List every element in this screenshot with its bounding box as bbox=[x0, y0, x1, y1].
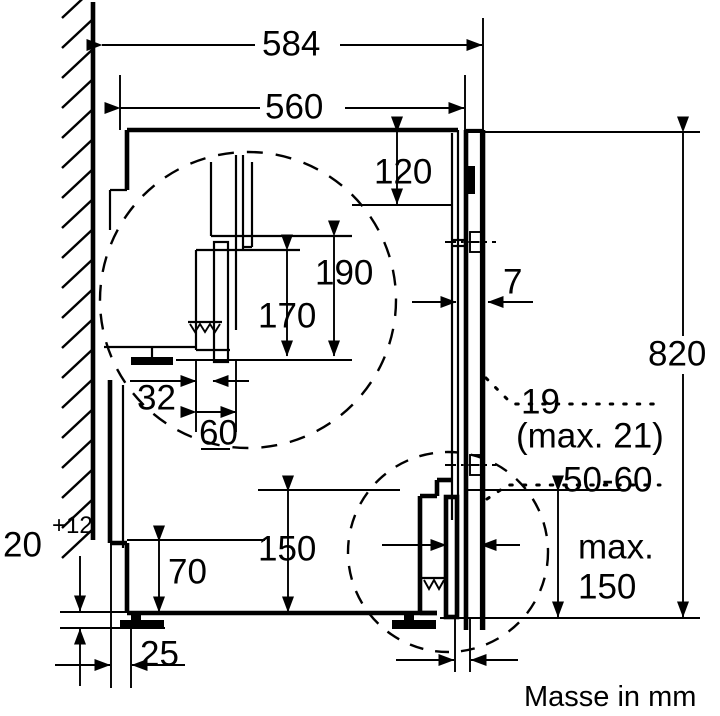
leader-50-60: 50-60 bbox=[485, 460, 662, 501]
dim-label-20: 20 bbox=[3, 525, 42, 564]
dim-label-120: 120 bbox=[374, 152, 432, 191]
dim-label-32: 32 bbox=[137, 378, 176, 417]
dim-label-170: 170 bbox=[258, 296, 316, 335]
dim-label-584: 584 bbox=[262, 24, 320, 63]
appliance-feet bbox=[120, 613, 436, 629]
dim-60: 60 bbox=[180, 360, 238, 452]
wall-hatching bbox=[61, 0, 94, 559]
door-assembly bbox=[445, 128, 700, 630]
leader-19-max21: 19 (max. 21) bbox=[484, 376, 664, 455]
dim-20-plus-12: 20 +12 bbox=[3, 512, 165, 686]
dim-label-820: 820 bbox=[648, 334, 706, 373]
dim-190: 190 bbox=[315, 220, 373, 357]
dim-max-150: max. 150 bbox=[465, 475, 654, 618]
dim-label-plus12: +12 bbox=[52, 512, 93, 539]
dim-label-5060: 50-60 bbox=[563, 460, 653, 499]
dim-label-25: 25 bbox=[140, 634, 179, 673]
dim-label-7: 7 bbox=[503, 262, 522, 301]
dim-32: 32 bbox=[130, 360, 249, 417]
dim-70: 70 bbox=[127, 525, 265, 613]
dim-120: 120 bbox=[352, 116, 452, 206]
dim-170: 170 bbox=[258, 234, 316, 357]
detail-circle-upper bbox=[98, 150, 398, 450]
dim-label-60: 60 bbox=[199, 413, 238, 452]
dim-label-150: 150 bbox=[258, 529, 316, 568]
dim-25: 25 bbox=[55, 545, 185, 688]
dim-label-19: 19 bbox=[521, 382, 560, 421]
dim-7: 7 bbox=[412, 262, 533, 308]
plinth-detail bbox=[417, 477, 460, 620]
dim-560: 560 bbox=[104, 75, 466, 130]
dim-label-560: 560 bbox=[265, 87, 323, 126]
dim-150: 150 bbox=[258, 475, 400, 613]
dim-label-max21: (max. 21) bbox=[516, 416, 664, 455]
dim-label-max-150: 150 bbox=[578, 567, 636, 606]
dim-door-bottom bbox=[396, 617, 518, 672]
units-note: Masse in mm bbox=[524, 681, 696, 713]
dim-label-70: 70 bbox=[168, 552, 207, 591]
detail-circle-lower bbox=[346, 450, 550, 654]
dim-label-max: max. bbox=[578, 527, 654, 566]
wall-section bbox=[61, 0, 96, 559]
dim-584: 584 bbox=[86, 18, 484, 132]
dim-label-190: 190 bbox=[315, 253, 373, 292]
dim-820: 820 bbox=[648, 116, 706, 618]
